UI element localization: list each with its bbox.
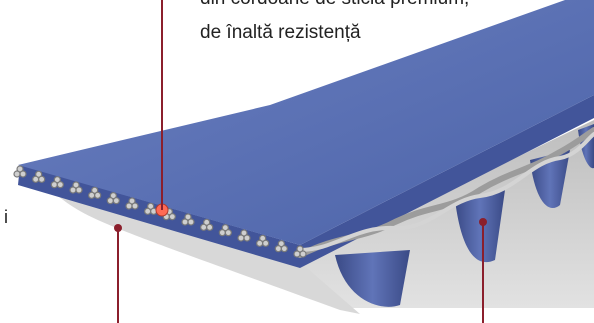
side-label-fragment: i: [4, 207, 8, 227]
leader-dot-tooth: [479, 218, 487, 226]
belt-backing: [52, 120, 594, 308]
cord-end: [32, 170, 46, 183]
leader-dot-backing: [114, 224, 122, 232]
cord-ends: [13, 165, 307, 258]
cord-end: [200, 218, 214, 231]
cord-end: [274, 240, 288, 253]
belt-backing-front: [58, 196, 360, 314]
cord-end: [50, 176, 64, 189]
cord-end: [69, 181, 83, 194]
belt-side: [18, 95, 594, 268]
callout-line-1: din cordoane de sticlă premium,: [200, 0, 469, 11]
twisted-cord: [297, 127, 594, 258]
cord-end: [256, 234, 270, 247]
cord-end: [293, 245, 307, 258]
cord-end: [181, 213, 195, 226]
cord-end: [144, 202, 158, 215]
cord-end: [218, 224, 232, 237]
cord-end: [125, 197, 139, 210]
cord-end: [88, 186, 102, 199]
belt-teeth: [335, 124, 594, 307]
cord-end: [13, 165, 27, 178]
callout-line-2: de înaltă rezistență: [200, 22, 361, 43]
cord-end: [106, 192, 120, 205]
cord-end: [237, 229, 251, 242]
